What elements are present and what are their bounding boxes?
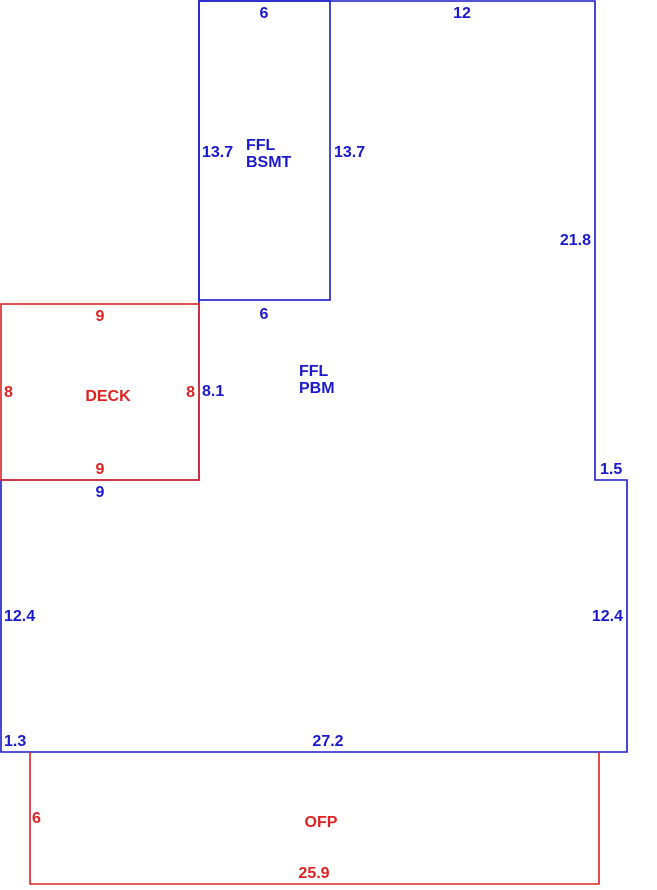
main-under-deck-dimension: 9 — [96, 484, 105, 501]
basement-right-dimension: 13.7 — [334, 144, 365, 161]
main-offset-dimension: 1.3 — [4, 733, 26, 750]
basement-left-dimension: 13.7 — [202, 144, 233, 161]
deck-name: DECK — [85, 388, 131, 405]
main-name-line1: FFL — [299, 363, 329, 380]
basement-bottom-dimension: 6 — [260, 306, 269, 323]
basement-name-line1: FFL — [246, 137, 276, 154]
deck-bottom-dimension: 9 — [96, 461, 105, 478]
main-left-lower-dimension: 12.4 — [4, 608, 35, 625]
deck-right-dimension: 8 — [186, 384, 195, 401]
porch-outline — [29, 752, 600, 885]
basement-top-dimension: 6 — [260, 5, 269, 22]
main-top-right-dimension: 12 — [453, 5, 471, 22]
main-bottom-dimension: 27.2 — [312, 733, 343, 750]
porch-name: OFP — [305, 814, 338, 831]
basement-outline — [198, 0, 331, 301]
main-step-dimension: 1.5 — [600, 461, 622, 478]
main-name-line2: PBM — [299, 380, 335, 397]
porch-bottom-dimension: 25.9 — [298, 865, 329, 882]
deck-outline — [0, 303, 200, 481]
main-deck-side-dimension: 8.1 — [202, 383, 224, 400]
deck-left-dimension: 8 — [4, 384, 13, 401]
porch-left-dimension: 6 — [32, 810, 41, 827]
main-right-lower-dimension: 12.4 — [592, 608, 623, 625]
main-right-upper-dimension: 21.8 — [560, 232, 591, 249]
deck-top-dimension: 9 — [96, 308, 105, 325]
basement-name-line2: BSMT — [246, 154, 292, 171]
